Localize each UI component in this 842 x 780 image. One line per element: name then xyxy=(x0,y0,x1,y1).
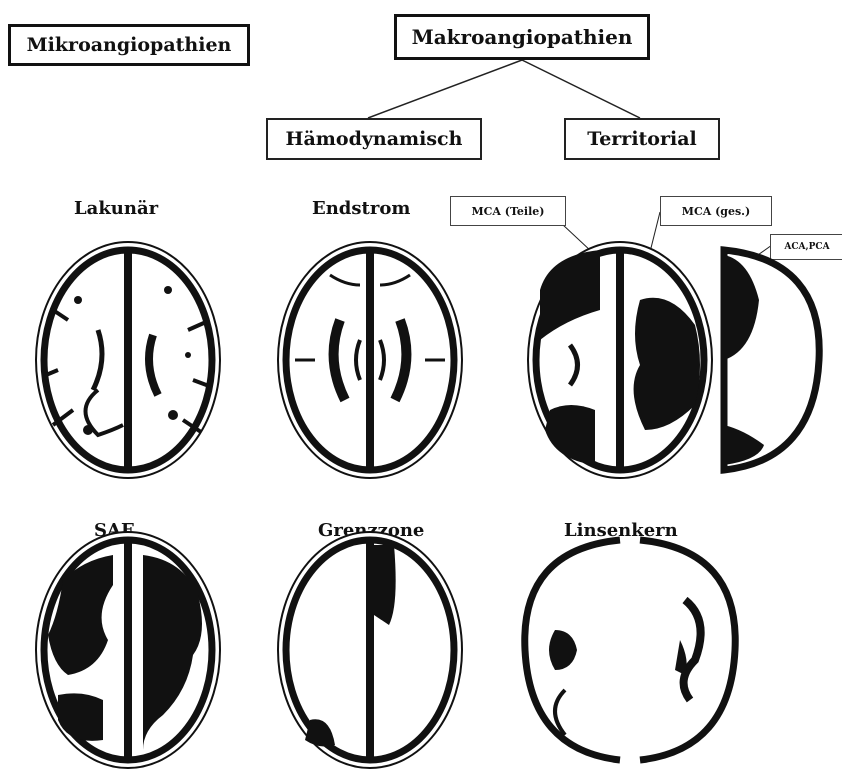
brain-linsenkern-left xyxy=(525,540,620,760)
brain-territorial xyxy=(528,242,712,478)
brain-lakunar xyxy=(36,242,220,478)
brain-endstrom xyxy=(278,242,462,478)
brain-sae xyxy=(36,532,220,768)
brain-linsenkern-right xyxy=(640,540,735,760)
brain-grenzzone xyxy=(278,532,462,768)
brain-aca-pca xyxy=(724,250,819,470)
